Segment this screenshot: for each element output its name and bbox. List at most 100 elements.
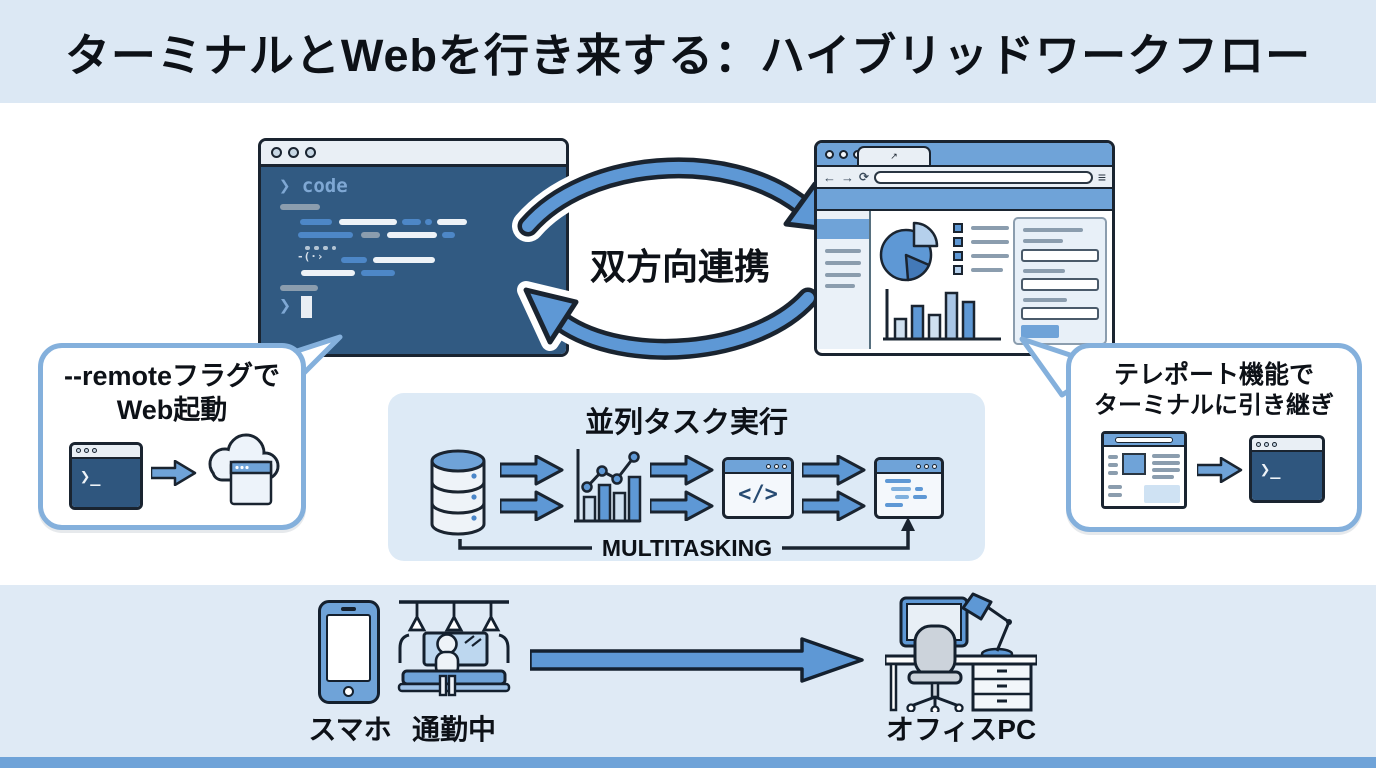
code-line bbox=[341, 257, 367, 263]
sidebar-line bbox=[825, 284, 855, 288]
browser-sidebar bbox=[817, 211, 871, 349]
window-dot-icon bbox=[305, 147, 316, 158]
browser-window: ↗ ← → ⟳ ≡ bbox=[814, 140, 1115, 356]
sidebar-line bbox=[825, 261, 861, 265]
prompt-chevron-icon: ❯ bbox=[279, 175, 291, 197]
code-line bbox=[437, 219, 467, 225]
pie-chart-icon bbox=[879, 221, 939, 282]
checkbox-icon bbox=[953, 251, 963, 261]
output-line bbox=[885, 479, 911, 483]
phone-home-button bbox=[343, 686, 354, 697]
output-line bbox=[913, 495, 927, 499]
phone-speaker bbox=[341, 607, 356, 611]
bubble-text-line: Web起動 bbox=[116, 394, 228, 425]
mini-browser-body bbox=[1104, 447, 1184, 507]
code-line bbox=[402, 219, 421, 225]
mini-address-bar bbox=[1115, 436, 1173, 443]
commute-label: 通勤中 bbox=[411, 714, 496, 745]
teleport-bubble: テレポート機能で ターミナルに引き継ぎ bbox=[1066, 343, 1362, 532]
window-dot-icon bbox=[825, 149, 834, 159]
window-dot-icon bbox=[932, 463, 937, 469]
window-dot-icon bbox=[84, 448, 89, 453]
code-line bbox=[301, 270, 355, 276]
code-line bbox=[442, 232, 455, 238]
database-icon bbox=[430, 449, 486, 536]
bidirectional-label: 双方向連携 bbox=[589, 246, 770, 287]
terminal-cursor bbox=[301, 296, 312, 318]
checkbox-icon bbox=[953, 265, 963, 275]
page-title: ターミナルとWebを行き来する：ハイブリッドワークフロー bbox=[64, 30, 1312, 81]
mini-terminal-titlebar bbox=[1252, 438, 1322, 453]
remote-flag-bubble: --remoteフラグで Web起動 ❯_ bbox=[38, 343, 306, 530]
form-line bbox=[1023, 239, 1063, 243]
bar-chart-icon bbox=[883, 289, 1001, 341]
output-window-titlebar bbox=[877, 460, 941, 474]
address-bar bbox=[874, 170, 1093, 184]
mini-browser-icon bbox=[1101, 431, 1187, 510]
window-dot-icon bbox=[766, 463, 771, 469]
double-arrow-icon bbox=[500, 455, 564, 521]
form-input bbox=[1021, 278, 1099, 291]
window-dot-icon bbox=[839, 149, 848, 159]
code-line bbox=[280, 285, 318, 291]
title-band: ターミナルとWebを行き来する：ハイブリッドワークフロー bbox=[0, 0, 1376, 103]
office-pc-label: オフィスPC bbox=[885, 714, 1037, 745]
multitasking-bracket bbox=[458, 517, 915, 550]
terminal-body: ❯ code -(·› ❯ bbox=[261, 167, 566, 354]
right-arrow-icon bbox=[151, 459, 197, 486]
code-line bbox=[298, 232, 353, 238]
double-arrow-icon bbox=[650, 455, 714, 521]
output-line bbox=[885, 503, 903, 507]
output-line bbox=[895, 495, 909, 499]
bubble-text-line: --remoteフラグで bbox=[63, 361, 280, 391]
code-line bbox=[300, 219, 332, 225]
code-line bbox=[339, 219, 397, 225]
code-line bbox=[314, 246, 319, 250]
output-line bbox=[891, 487, 911, 491]
checkbox-icon bbox=[953, 223, 963, 233]
mini-terminal-icon: ❯_ bbox=[69, 441, 143, 510]
window-dot-icon bbox=[924, 463, 929, 469]
bubble-text-line: ターミナルに引き継ぎ bbox=[1094, 392, 1334, 420]
form-submit-button bbox=[1021, 325, 1059, 338]
smartphone-icon bbox=[318, 600, 380, 704]
terminal-titlebar bbox=[261, 141, 566, 167]
parallel-task-box: 並列タスク実行 bbox=[388, 393, 985, 561]
bottom-strip bbox=[0, 585, 1376, 757]
window-dot-icon bbox=[782, 463, 787, 469]
list-line bbox=[971, 254, 1009, 258]
bubble-text-line: テレポート機能で bbox=[1113, 361, 1314, 389]
mini-browser-titlebar bbox=[1104, 434, 1184, 448]
code-glyph: </> bbox=[738, 481, 778, 507]
code-line bbox=[361, 270, 395, 276]
window-dot-icon bbox=[1272, 441, 1277, 447]
list-line bbox=[971, 268, 1003, 272]
mini-terminal-titlebar bbox=[72, 444, 140, 459]
analytics-icon bbox=[574, 449, 642, 523]
double-arrow-icon bbox=[802, 455, 866, 521]
window-dot-icon bbox=[916, 463, 921, 469]
code-line bbox=[373, 257, 435, 263]
mini-image-block bbox=[1122, 453, 1146, 476]
mini-footer-block bbox=[1144, 485, 1180, 504]
browser-titlebar: ↗ bbox=[817, 143, 1112, 167]
mini-terminal-body: ❯_ bbox=[72, 458, 140, 507]
sidebar-line bbox=[825, 249, 861, 253]
back-icon: ← bbox=[823, 169, 836, 185]
code-glyph: -(·› bbox=[297, 250, 324, 263]
bubble-icons: ❯_ bbox=[1071, 421, 1357, 527]
transition-arrow-icon bbox=[530, 637, 864, 683]
list-line bbox=[971, 226, 1009, 230]
mini-line bbox=[1108, 493, 1122, 498]
code-line bbox=[387, 232, 437, 238]
window-dot-icon bbox=[774, 463, 779, 469]
commute-train-icon bbox=[397, 600, 511, 697]
mini-line bbox=[1152, 461, 1180, 466]
browser-content bbox=[817, 211, 1112, 349]
form-input bbox=[1021, 307, 1099, 320]
output-line bbox=[915, 487, 923, 491]
mini-line bbox=[1108, 485, 1122, 490]
code-window-titlebar bbox=[725, 460, 791, 474]
forward-icon: → bbox=[841, 169, 854, 185]
